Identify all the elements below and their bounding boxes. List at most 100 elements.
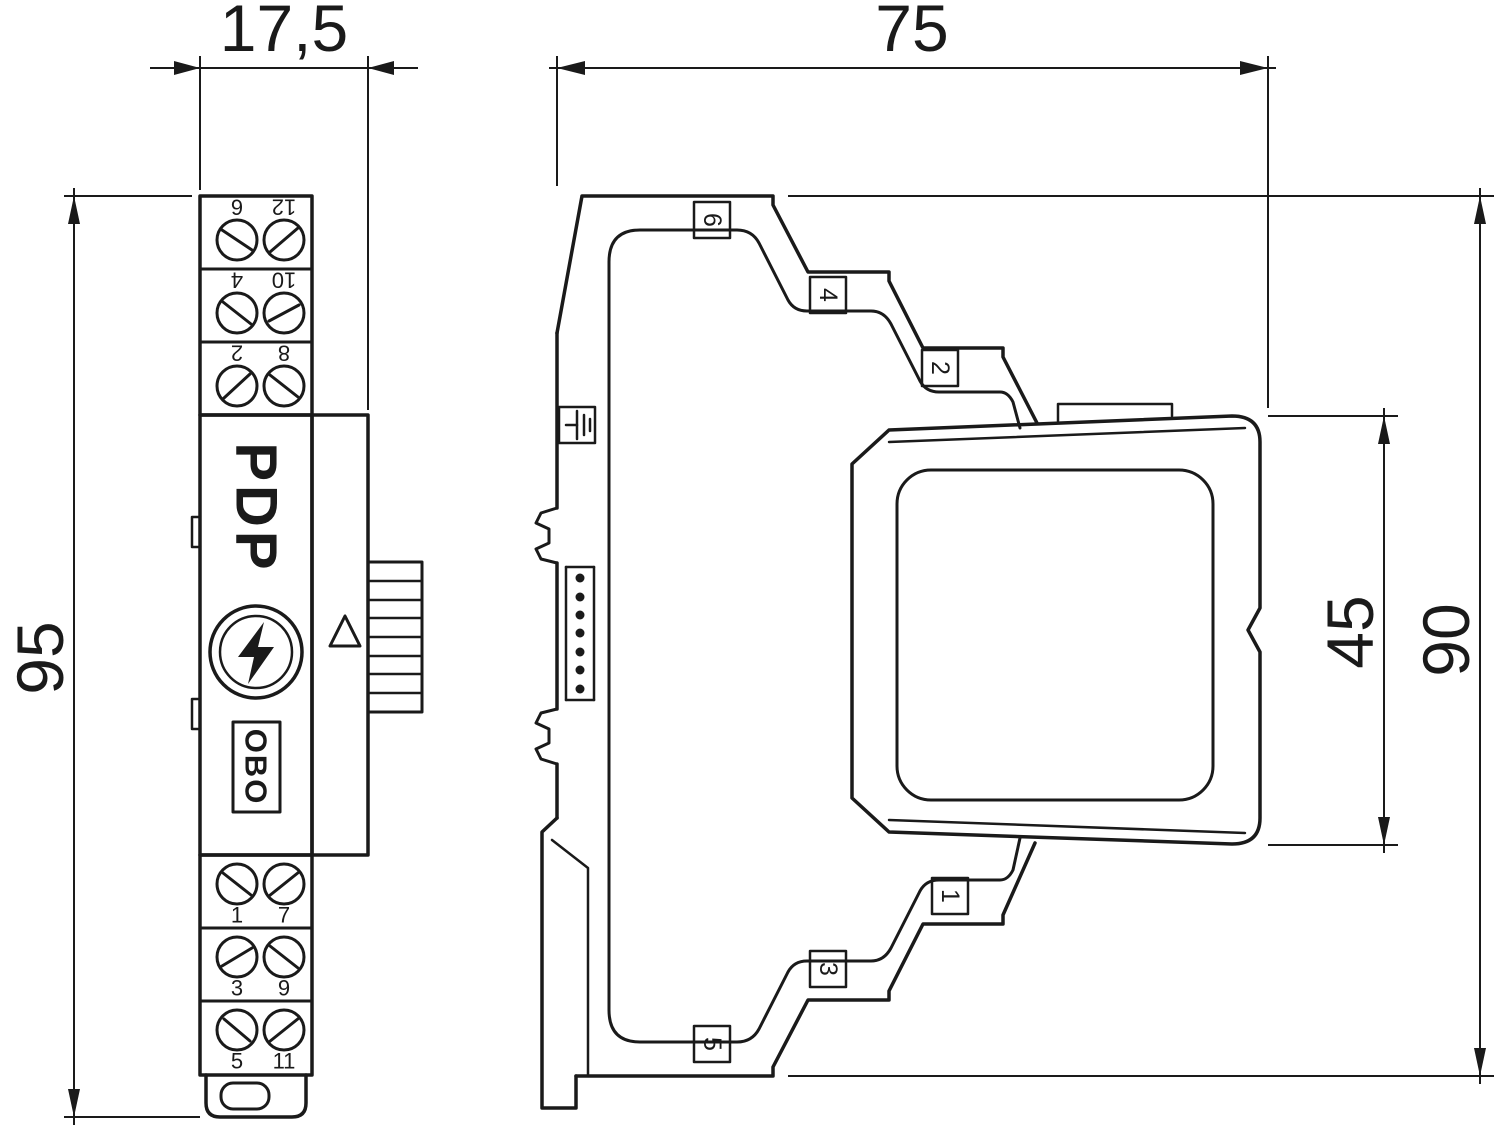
logo-outer-ring: [208, 604, 304, 700]
screw-terminal: [215, 935, 259, 979]
contact-dot: [575, 628, 585, 638]
label-text: 2: [926, 361, 954, 375]
screw-terminal: [262, 1008, 306, 1052]
dim-front-width-label: 17,5: [220, 0, 348, 65]
rail-claw-edge: [190, 515, 202, 549]
surge-logo-icon: [208, 604, 304, 700]
outline-top-steps: [555, 194, 1039, 425]
foot-slot: [219, 1081, 271, 1111]
terminal-label-2: 2: [920, 348, 960, 388]
side-view: 75 90 45: [534, 0, 1494, 1110]
label-box: [920, 348, 960, 388]
screw-terminal: [262, 364, 306, 408]
screw-head: [215, 218, 259, 262]
front-view: 17,5 95 6 12 4 10 2 8: [3, 0, 424, 1125]
arrowhead: [1474, 1048, 1486, 1076]
screw-head: [215, 1008, 259, 1052]
contact-dot: [575, 573, 585, 583]
label-box: [557, 405, 597, 445]
label-box: [808, 949, 848, 989]
terminal-number: 9: [278, 976, 290, 1001]
label-text: 1: [936, 889, 964, 903]
front-body: PDP OBO: [190, 413, 424, 857]
terminal-block-body: [198, 853, 314, 1077]
arrowhead: [1474, 196, 1486, 224]
screw-head: [215, 862, 259, 906]
dim-side-height: 90: [788, 188, 1494, 1084]
screw-head: [215, 935, 259, 979]
screw-slot: [268, 944, 300, 970]
contact-dot: [575, 610, 585, 620]
bus-connector: [366, 560, 424, 714]
dim-front-height: 95: [3, 188, 200, 1125]
din-rail-claw: [534, 506, 559, 565]
din-rail-claw: [534, 707, 559, 766]
dim-module-height: 45: [1268, 408, 1398, 853]
terminal-label-1: 1: [930, 876, 970, 916]
screw-slot: [267, 870, 301, 898]
inner-contour-bottom: [607, 836, 1022, 1044]
product-label: PDP: [224, 442, 289, 573]
screw-terminal: [262, 218, 306, 262]
module-seam: [887, 426, 1247, 444]
screw-slot: [267, 1016, 301, 1044]
arrowhead: [1378, 416, 1390, 444]
screw-head: [262, 364, 306, 408]
terminal-label-4: 4: [808, 275, 848, 315]
release-tab-detail: [550, 838, 590, 1078]
brand-box: [231, 720, 282, 814]
module-top-tab: [1056, 402, 1174, 423]
screw-head: [215, 291, 259, 335]
terminal-number: 1: [231, 903, 243, 928]
screw-terminal: [215, 364, 259, 408]
earth-terminal-label: [557, 405, 597, 445]
terminal-number: 7: [278, 903, 290, 928]
arrowhead: [1240, 61, 1268, 75]
logo-inner-ring: [218, 614, 294, 690]
terminal-number: 4: [231, 268, 243, 293]
screw-slot: [220, 946, 254, 968]
brand-logo: OBO: [231, 720, 282, 814]
terminal-number: 12: [272, 195, 296, 220]
screw-terminal: [262, 862, 306, 906]
terminal-number: 6: [231, 195, 243, 220]
front-mounting-foot: [204, 1073, 308, 1119]
terminal-number: 11: [273, 1049, 296, 1074]
side-housing-outline: [534, 194, 1039, 1110]
triangle-marker-icon: [328, 614, 362, 648]
release-tab: [540, 816, 578, 1110]
rail-claw-edge: [190, 697, 202, 731]
screw-terminal: [262, 935, 306, 979]
dim-front-width: 17,5: [150, 0, 418, 410]
inner-contour-top: [607, 228, 1022, 430]
screw-slot: [268, 226, 300, 254]
brand-label: OBO: [239, 729, 274, 806]
terminal-number: 5: [231, 1049, 243, 1074]
contact-dot: [575, 665, 585, 675]
arrowhead: [174, 61, 200, 75]
terminal-number: 10: [272, 268, 296, 293]
label-box: [808, 275, 848, 315]
contact-dot: [575, 647, 585, 657]
screw-head: [262, 935, 306, 979]
arrowhead: [368, 61, 394, 75]
screw-head: [262, 862, 306, 906]
label-text: 4: [814, 288, 842, 302]
label-text: 3: [814, 962, 842, 976]
terminal-label-6: 6: [692, 200, 732, 240]
dim-side-width-label: 75: [875, 0, 948, 65]
screw-terminal: [215, 862, 259, 906]
terminal-label-3: 3: [808, 949, 848, 989]
module-outline: [850, 414, 1262, 846]
contact-channel: [564, 565, 596, 702]
screw-slot: [222, 372, 252, 400]
module-seam: [887, 818, 1247, 835]
screw-slot: [222, 1017, 252, 1043]
screw-slot: [220, 228, 254, 252]
label-text: 5: [698, 1037, 726, 1051]
screw-head: [262, 218, 306, 262]
outline-bottom-steps: [574, 841, 1037, 1078]
dim-side-width: 75: [549, 0, 1276, 408]
lightning-bolt-icon: [238, 622, 274, 684]
